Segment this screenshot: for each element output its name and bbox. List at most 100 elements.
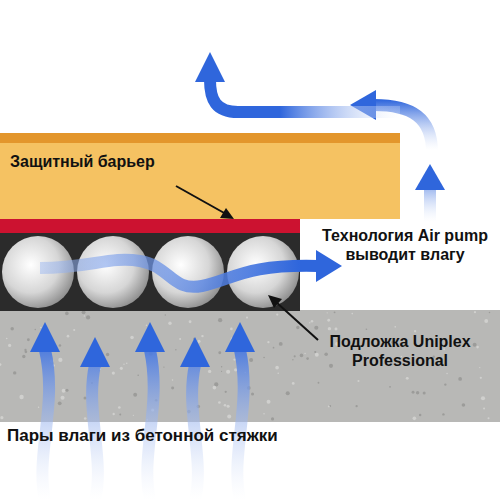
concrete-speck	[481, 396, 485, 400]
airflow-arrow	[40, 260, 318, 287]
concrete-speck	[24, 349, 26, 351]
concrete-speck	[273, 347, 275, 349]
concrete-speck	[314, 326, 318, 330]
concrete-speck	[414, 330, 416, 332]
concrete-speck	[230, 328, 233, 331]
concrete-speck	[106, 353, 109, 356]
concrete-speck	[366, 328, 368, 330]
concrete-speck	[327, 319, 330, 322]
concrete-speck	[489, 312, 491, 314]
escape-arrow	[210, 80, 400, 112]
concrete-speck	[22, 355, 25, 358]
concrete-speck	[249, 358, 253, 362]
concrete-speck	[84, 315, 85, 316]
concrete-speck	[286, 391, 290, 395]
concrete-speck	[329, 364, 333, 368]
concrete-speck	[488, 417, 490, 419]
concrete-speck	[58, 358, 62, 362]
concrete-speck	[263, 413, 264, 414]
concrete-speck	[126, 362, 127, 363]
concrete-speck	[292, 359, 293, 360]
concrete-speck	[163, 366, 164, 367]
concrete-speck	[221, 371, 222, 372]
leader-line	[176, 186, 226, 214]
concrete-speck	[328, 405, 330, 407]
concrete-speck	[327, 312, 328, 313]
laminate-top	[0, 133, 400, 143]
concrete-speck	[444, 383, 446, 385]
concrete-speck	[419, 414, 421, 416]
concrete-speck	[35, 329, 37, 331]
concrete-speck	[314, 351, 316, 353]
concrete-speck	[221, 366, 222, 367]
concrete-speck	[480, 377, 482, 379]
concrete-speck	[233, 358, 235, 360]
concrete-speck	[394, 326, 396, 328]
concrete-speck	[442, 413, 444, 415]
concrete-speck	[355, 405, 357, 407]
concrete-speck	[61, 396, 65, 400]
concrete-speck	[304, 353, 305, 354]
concrete-speck	[277, 372, 279, 374]
leader-arrowhead	[220, 208, 234, 219]
concrete-speck	[118, 406, 121, 409]
concrete-speck	[112, 372, 115, 375]
concrete-speck	[119, 413, 121, 415]
concrete-speck	[328, 327, 331, 330]
concrete-speck	[416, 391, 419, 394]
concrete-speck	[113, 413, 115, 415]
concrete-speck	[65, 312, 69, 316]
concrete-speck	[175, 349, 176, 350]
concrete-speck	[300, 354, 304, 358]
concrete-speck	[133, 415, 134, 416]
concrete-speck	[484, 319, 488, 323]
rising-arrowhead	[415, 164, 445, 190]
leader-arrowhead	[268, 295, 282, 308]
concrete-speck	[6, 338, 8, 340]
concrete-speck	[123, 363, 124, 364]
concrete-speck	[13, 371, 16, 374]
concrete-speck	[479, 367, 480, 368]
concrete-speck	[168, 322, 171, 325]
concrete-speck	[165, 314, 166, 315]
concrete-speck	[84, 396, 87, 399]
concrete-speck	[225, 391, 227, 393]
concrete-speck	[213, 386, 217, 390]
concrete-speck	[276, 313, 278, 315]
layer-label: Защитный барьер	[10, 152, 175, 171]
concrete-speck	[275, 366, 279, 370]
concrete-speck	[413, 417, 417, 421]
concrete-speck	[311, 320, 313, 322]
concrete-speck	[227, 405, 230, 408]
concrete-speck	[389, 386, 391, 388]
escape-arrowhead	[195, 52, 225, 82]
concrete-speck	[218, 318, 222, 322]
concrete-speck	[251, 392, 254, 395]
vapour-arrows	[42, 350, 243, 500]
concrete-speck	[0, 363, 1, 366]
concrete-speck	[58, 401, 62, 405]
concrete-speck	[179, 338, 181, 340]
laminate-board	[0, 133, 400, 219]
concrete-speck	[27, 338, 30, 341]
concrete-speck	[476, 346, 479, 349]
concrete-speck	[146, 325, 148, 327]
concrete-speck	[267, 400, 271, 404]
concrete-speck	[218, 351, 221, 354]
concrete-speck	[224, 404, 227, 407]
leader-line	[276, 302, 318, 340]
concrete-speck	[309, 322, 310, 323]
concrete-speck	[133, 393, 137, 397]
concrete-speck	[10, 327, 13, 330]
concrete-speck	[324, 352, 328, 356]
concrete-speck	[171, 387, 174, 390]
concrete-speck	[318, 382, 320, 384]
concrete-speck	[62, 389, 66, 393]
concrete-speck	[357, 380, 359, 382]
concrete-speck	[474, 311, 476, 313]
concrete-speck	[137, 374, 139, 376]
concrete-speck	[189, 320, 192, 323]
concrete-speck	[473, 343, 477, 347]
concrete-speck	[19, 395, 23, 399]
concrete-speck	[423, 392, 426, 395]
